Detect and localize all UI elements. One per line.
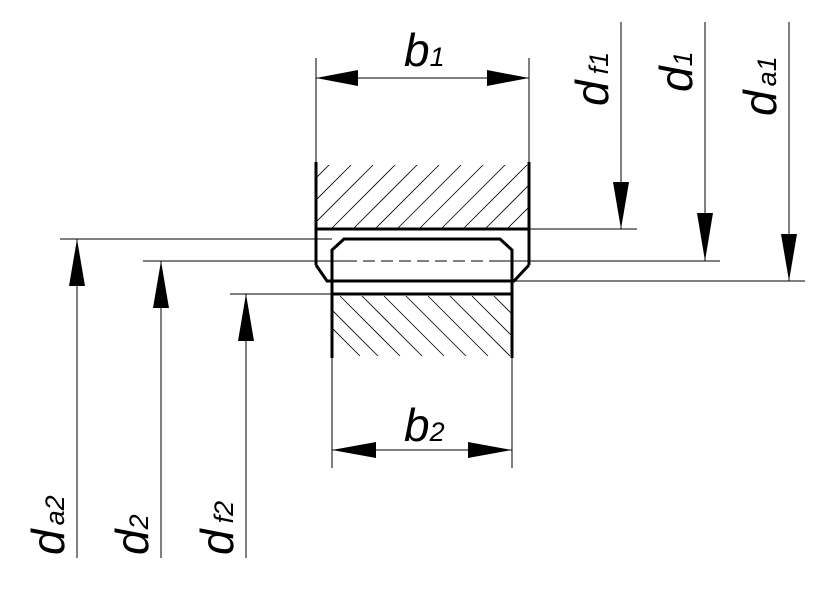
label-df2: df2 (191, 501, 243, 555)
upper-gear-outline (314, 162, 531, 283)
da1-arrow (781, 234, 797, 281)
b1-right-arrow (487, 70, 529, 86)
label-da1: da1 (734, 56, 786, 116)
da2-arrow (69, 239, 85, 286)
label-da2: da2 (22, 495, 74, 555)
b2-left-arrow (332, 442, 376, 458)
lower-gear-hatching (332, 296, 512, 356)
lower-gear-outline (330, 237, 514, 358)
b1-left-arrow (316, 70, 358, 86)
dimension-arrows (69, 70, 797, 458)
extension-lines (60, 22, 805, 558)
df2-arrow (238, 294, 254, 341)
label-d2: d2 (106, 514, 158, 555)
label-b2: b2 (404, 399, 445, 451)
df1-arrow (613, 182, 629, 229)
d1-arrow (697, 213, 713, 261)
label-df1: df1 (566, 52, 618, 106)
upper-gear-hatching (316, 165, 529, 228)
label-d1: d1 (650, 51, 702, 92)
b2-right-arrow (468, 442, 512, 458)
label-b1: b1 (404, 24, 445, 76)
d2-arrow (153, 261, 169, 308)
